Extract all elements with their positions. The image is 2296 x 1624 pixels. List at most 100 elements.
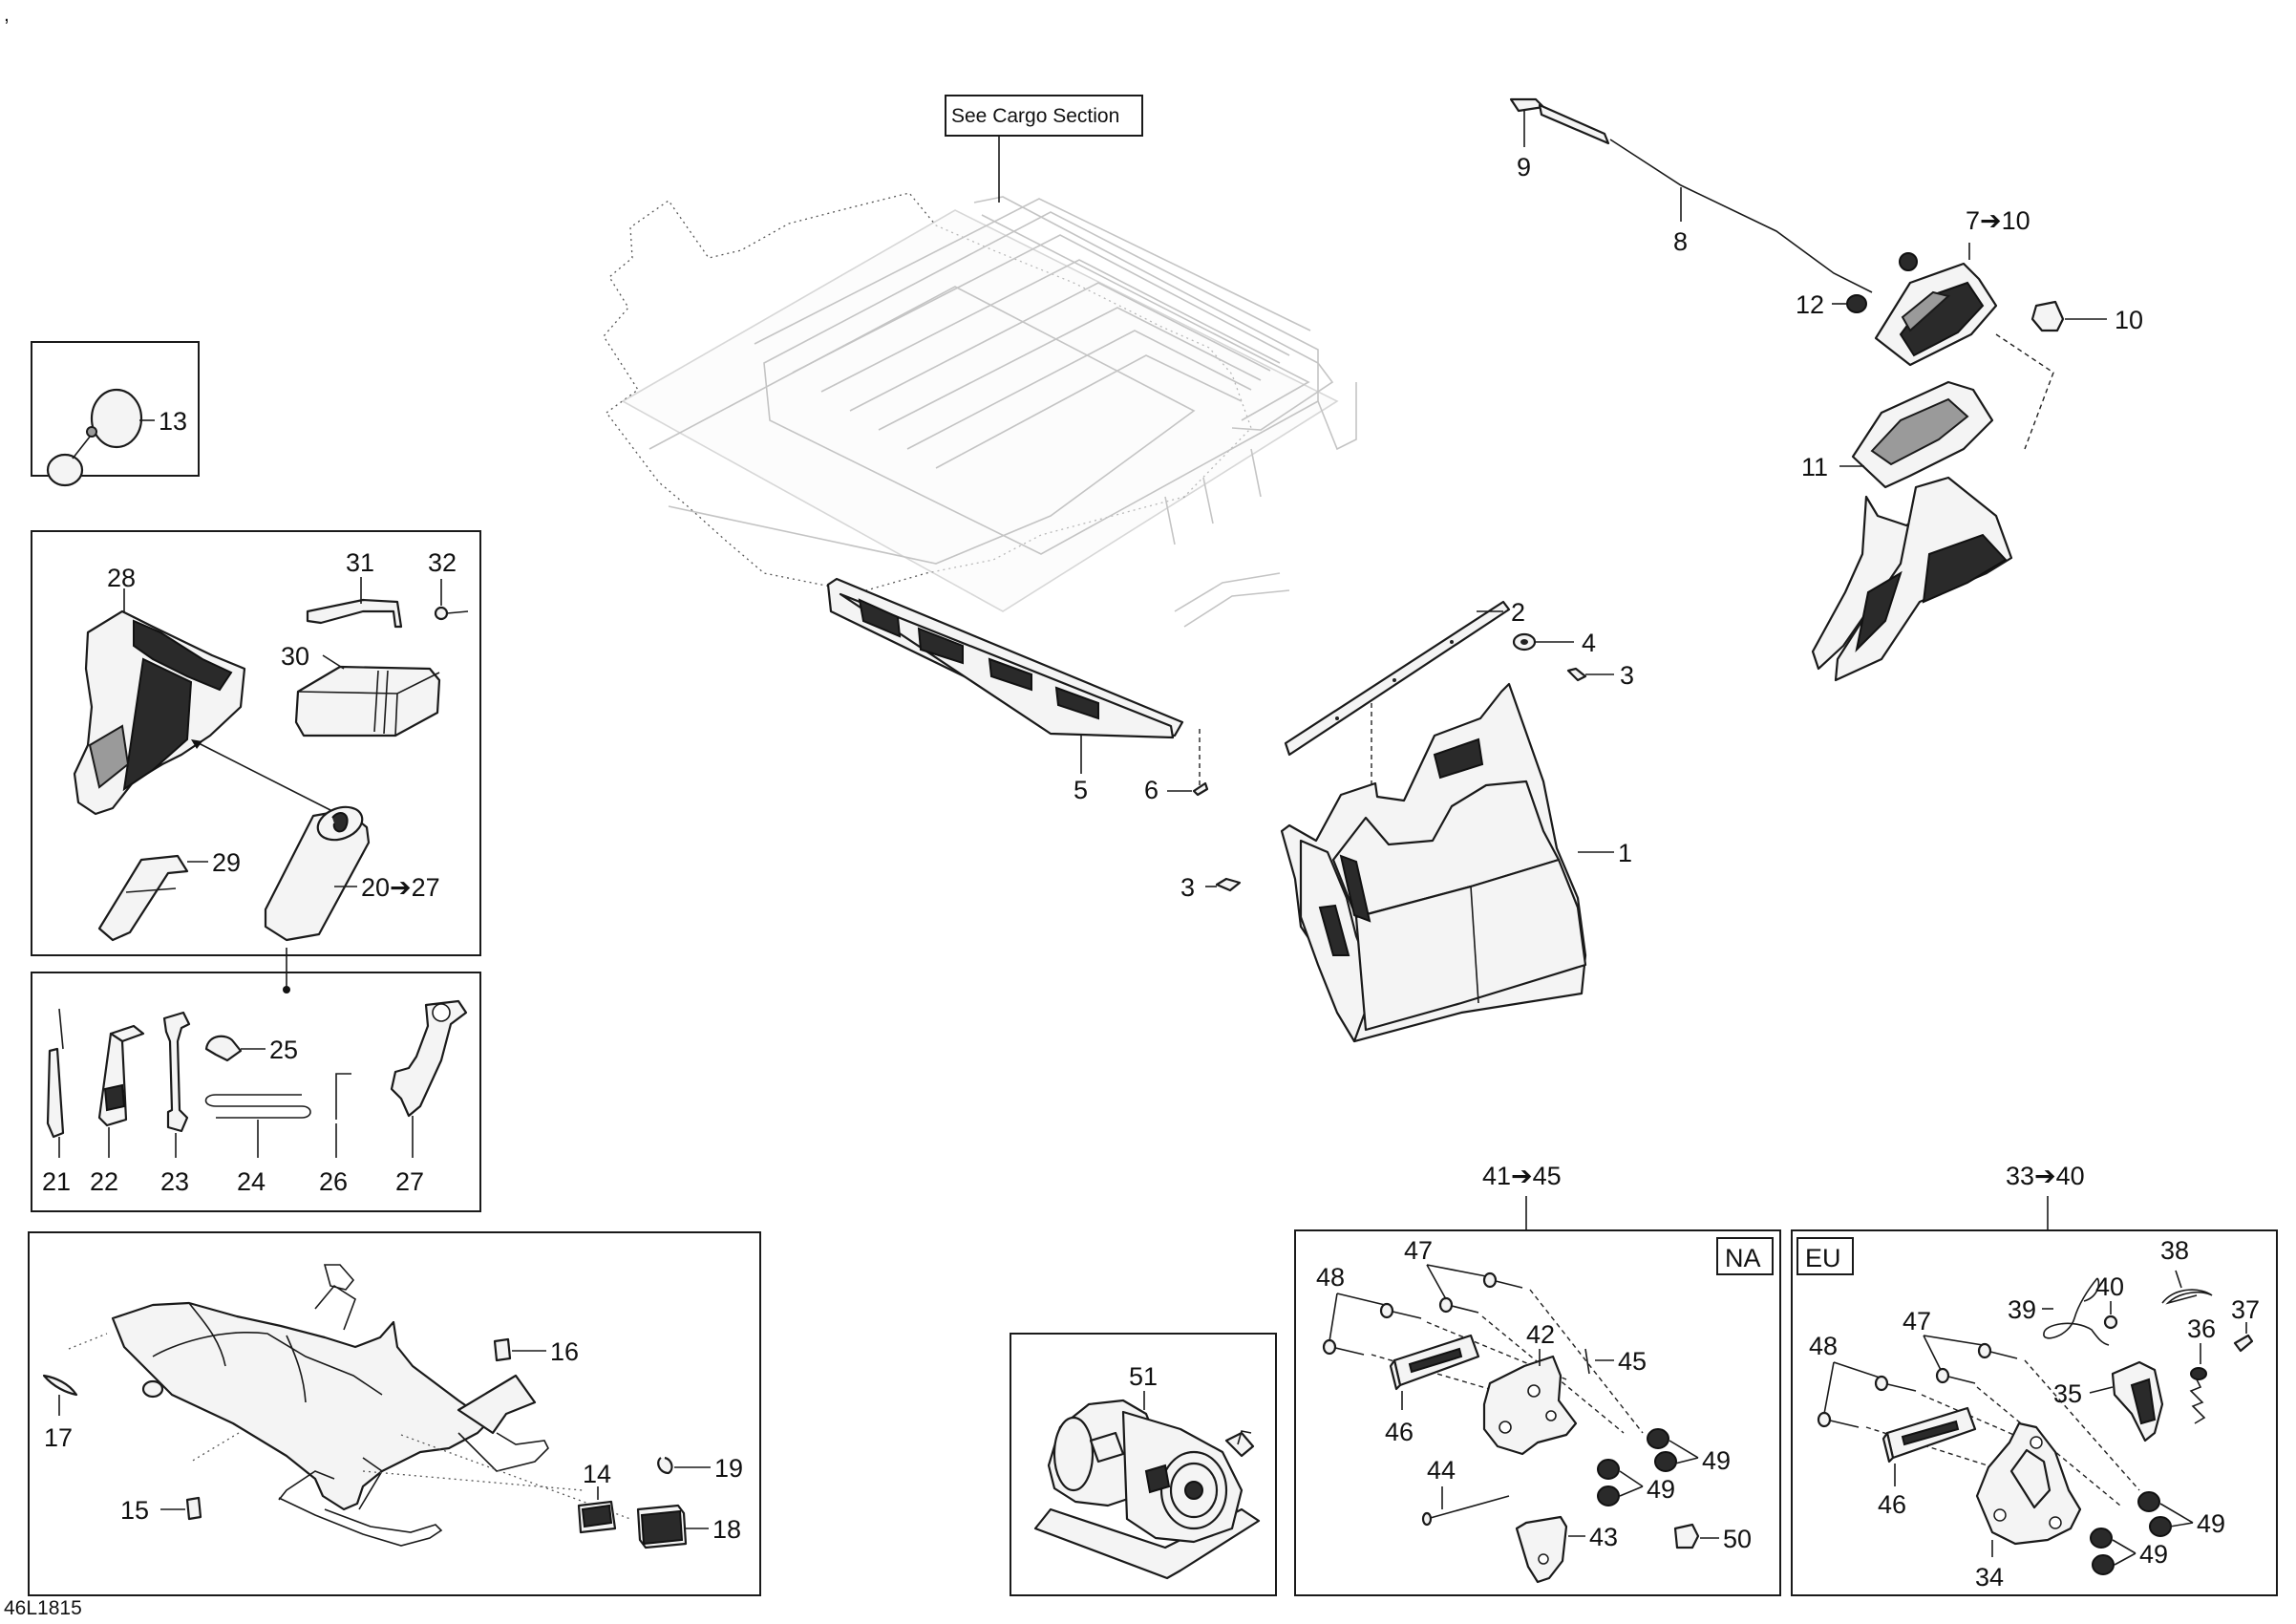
callout-44: 44 [1427,1456,1456,1485]
na-tag: NA [1725,1244,1761,1272]
callout-9: 9 [1517,153,1531,182]
eu-bolts [1817,1342,2018,1428]
part-28-bag [73,609,246,816]
box-na-hitch [1294,1229,1781,1596]
part-9-connector [1509,97,1610,145]
callout-5: 5 [1074,776,1088,804]
callout-22: 22 [90,1167,118,1196]
part-2-strip [1284,600,1511,757]
part-13-mirror [46,388,143,487]
callout-23: 23 [160,1167,189,1196]
na-bolts [1322,1271,1523,1356]
callout-42: 42 [1526,1320,1555,1349]
part-31-bracket [306,598,403,629]
callout-30: 30 [281,642,309,671]
callout-48a: 48 [1316,1263,1345,1292]
callout-6: 6 [1144,776,1159,804]
sled-outline [111,1264,549,1547]
top-mark: , [4,4,10,26]
part-29-strap [97,854,189,942]
callout-7-10: 7➔10 [1966,206,2030,235]
part-44-pin [1421,1495,1510,1527]
callout-49b: 49 [1647,1475,1675,1504]
part-17-decal [42,1374,78,1397]
eu-nuts-49 [2090,1491,2172,1575]
part-37-pin [2233,1334,2254,1353]
box-tools [31,972,481,1212]
part-35-hitch-pin-block [2111,1360,2164,1442]
part-14-plate [577,1500,617,1534]
callout-16: 16 [550,1337,579,1366]
part-40-nut [2103,1314,2118,1330]
callout-35: 35 [2053,1379,2082,1408]
part-34-bracket [1975,1421,2082,1546]
part-30-pad [294,665,441,737]
part-32-screw [434,606,469,621]
callout-48b: 48 [1809,1332,1838,1360]
part-42-bracket [1482,1355,1578,1456]
part-1-housing [1280,682,1587,1043]
callout-2: 2 [1511,598,1525,627]
part-5-side-panel [826,577,1184,739]
figure-id: 46L1815 [4,1597,82,1619]
part-15-decal [185,1496,202,1521]
na-nuts-49 [1597,1428,1677,1506]
callout-49d: 49 [2139,1540,2168,1569]
box-winch [1010,1333,1277,1596]
callout-49c: 49 [2197,1509,2225,1538]
callout-13: 13 [159,407,187,436]
callout-4: 4 [1582,629,1596,657]
part-6-pin [1192,781,1209,797]
eu-tag: EU [1805,1244,1841,1272]
callout-21: 21 [42,1167,71,1196]
callout-27: 27 [395,1167,424,1196]
callout-47a: 47 [1404,1236,1433,1265]
callout-17: 17 [44,1423,73,1452]
callout-19: 19 [714,1454,743,1483]
callout-43: 43 [1589,1523,1618,1551]
box-eu-hitch [1791,1229,2278,1596]
callout-26: 26 [319,1167,348,1196]
part-36-spring [2189,1367,2207,1424]
callout-24: 24 [237,1167,266,1196]
part-3-screw-lower [1215,877,1242,892]
box-toolkit-pouch [31,530,481,956]
callout-49a: 49 [1702,1446,1731,1475]
callout-12: 12 [1796,290,1824,319]
callout-3b: 3 [1180,873,1195,902]
part-7-taillight [1874,262,1998,367]
callout-10: 10 [2115,306,2143,334]
callout-36: 36 [2187,1314,2216,1343]
eu-tag-box [1796,1237,1854,1275]
part-21-screwdriver [46,1008,65,1139]
callout-38: 38 [2160,1236,2189,1265]
part-26-hex-key [335,1073,351,1120]
callout-15: 15 [120,1496,149,1525]
part-3-screw-upper [1566,667,1587,682]
callout-45: 45 [1618,1347,1647,1376]
part-27-spanner [390,999,468,1118]
callout-40: 40 [2095,1272,2124,1301]
part-10-bulb [2030,300,2065,332]
part-43-plate [1515,1515,1568,1584]
callout-20-27: 20➔27 [361,873,440,902]
callout-31: 31 [346,548,374,577]
callout-8: 8 [1673,227,1688,256]
callout-41-45: 41➔45 [1482,1162,1562,1190]
part-24-spring-clip [204,1094,311,1119]
part-20-27-tool-roll [264,805,371,942]
callout-3a: 3 [1620,661,1634,690]
see-cargo-box [945,95,1143,137]
callout-32: 32 [428,548,457,577]
part-45-pin [1584,1348,1590,1375]
callout-51: 51 [1129,1362,1158,1391]
part-50-cap [1673,1523,1700,1549]
box-mirror [31,341,200,477]
callout-33-40: 33➔40 [2006,1162,2085,1190]
callout-46a: 46 [1385,1418,1414,1446]
callout-11: 11 [1801,453,1828,481]
callout-14: 14 [583,1460,611,1488]
part-46-plate-na [1389,1334,1480,1391]
callout-18: 18 [712,1515,741,1544]
part-16-decal [493,1337,512,1362]
